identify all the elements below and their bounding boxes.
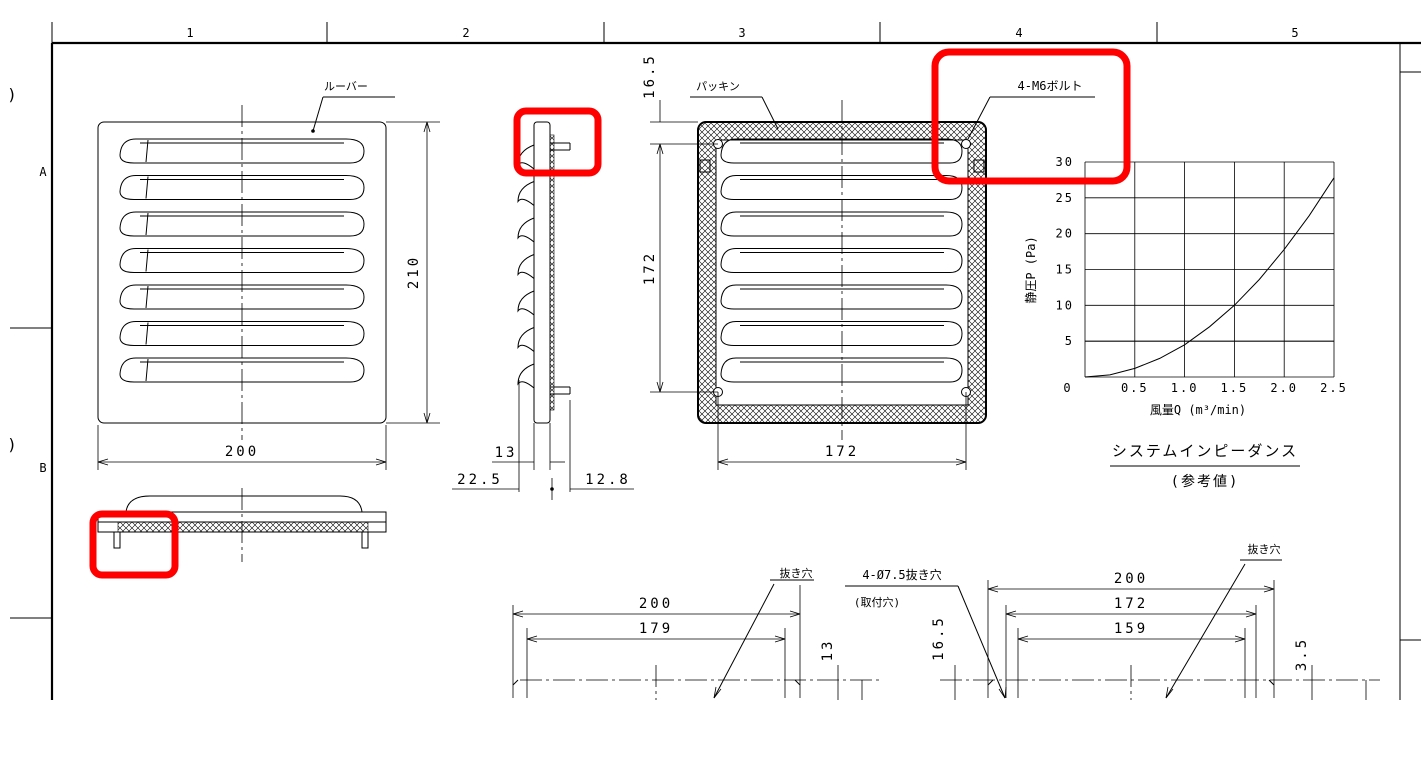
- drawing-frame: [10, 22, 1421, 700]
- chart-x-tick-label: 2.5: [1320, 381, 1348, 395]
- right-dim-172: 172: [1114, 596, 1148, 612]
- front-louver-blade: [119, 284, 365, 310]
- chart-y-tick-label: 15: [1056, 263, 1074, 277]
- side-louver-profile: [517, 181, 535, 206]
- plan-view: [97, 488, 387, 562]
- edge-mark-top: ): [7, 85, 17, 104]
- side-louver-profile: [517, 363, 535, 389]
- front-louver-edge: [145, 322, 149, 345]
- right-dim-159: 159: [1114, 621, 1148, 637]
- left-dim-13: 13: [820, 639, 836, 662]
- front-louver-blade: [119, 357, 365, 383]
- bolt-top-right: [961, 139, 971, 149]
- highlight-box-bolt-label: [931, 48, 1131, 185]
- column-label-5: 5: [1291, 26, 1298, 40]
- front-width-dim: 200: [225, 444, 259, 460]
- back-dim-172-vertical: 172: [642, 251, 658, 285]
- chart-subtitle: (参考値): [1171, 473, 1240, 490]
- front-louver-edge: [145, 139, 149, 163]
- back-louver-blade: [720, 248, 963, 273]
- front-louver-blade: [119, 321, 365, 346]
- front-louver-blade: [119, 175, 365, 200]
- mount-hole-sub: (取付穴): [854, 595, 900, 609]
- column-label-3: 3: [738, 26, 745, 40]
- back-louver-blade: [720, 357, 963, 383]
- right-dim-3-5: 3.5: [1294, 637, 1310, 671]
- back-dim-16-5: 16.5: [642, 53, 658, 99]
- front-louver-edge: [145, 285, 149, 309]
- impedance-chart: 0 0.5 1.0 1.5 2.0 2.5 5 10 15 20 25 30: [1056, 155, 1348, 395]
- row-label-b: B: [39, 461, 46, 475]
- front-height-dim: 210: [406, 255, 422, 289]
- front-louver-group: [119, 138, 365, 383]
- column-label-1: 1: [186, 26, 193, 40]
- side-dim-22-5: 22.5: [457, 472, 503, 488]
- front-louver-blade: [119, 211, 365, 237]
- front-louver-blade: [119, 138, 365, 164]
- chart-x-tick-label: 0: [1063, 381, 1072, 395]
- back-dim-172-horizontal: 172: [825, 444, 859, 460]
- front-louver-edge: [145, 358, 149, 382]
- highlight-annotations: [89, 48, 1131, 579]
- chart-y-tick-label: 10: [1056, 298, 1074, 312]
- chart-y-tick-label: 20: [1056, 227, 1074, 241]
- chart-x-tick-label: 0.5: [1121, 381, 1149, 395]
- edge-mark-bottom: ): [7, 435, 17, 454]
- front-louver-edge: [145, 249, 149, 272]
- chart-y-tick-label: 30: [1056, 155, 1074, 169]
- side-louver-profile: [517, 217, 535, 243]
- side-dim-13: 13: [495, 445, 518, 461]
- chart-xlabel: 風量Q (m³/min): [1150, 403, 1246, 417]
- chart-x-tick-label: 2.0: [1270, 381, 1298, 395]
- front-louver-blade: [119, 248, 365, 273]
- packing-label: パッキン: [696, 80, 740, 93]
- chart-title: システムインピーダンス: [1112, 442, 1298, 460]
- right-dim-200: 200: [1114, 571, 1148, 587]
- left-dim-179: 179: [639, 621, 673, 637]
- louver-label: ルーバー: [324, 80, 368, 93]
- impedance-curve: [1084, 177, 1335, 378]
- back-louver-blade: [720, 321, 963, 346]
- front-louver-edge: [145, 212, 149, 236]
- column-label-2: 2: [462, 26, 469, 40]
- chart-grid: [1084, 161, 1335, 378]
- back-louver-blade: [720, 138, 963, 164]
- chart-y-tick-label: 25: [1056, 191, 1074, 205]
- side-view: [452, 121, 634, 500]
- chart-x-tick-label: 1.0: [1171, 381, 1199, 395]
- chart-y-tick-label: 5: [1065, 334, 1074, 348]
- column-label-4: 4: [1015, 26, 1022, 40]
- side-louver-profile: [517, 254, 535, 279]
- highlight-box-plan-bolt: [89, 510, 179, 579]
- front-louver-edge: [145, 176, 149, 199]
- right-dim-16-5: 16.5: [931, 615, 947, 661]
- mount-hole-label: 4-Ø7.5抜き穴: [862, 567, 941, 582]
- side-louver-profile: [517, 290, 535, 316]
- front-view: [97, 96, 440, 470]
- highlight-box-side-bolt: [513, 107, 602, 177]
- left-hole-label: 抜き穴: [780, 566, 813, 580]
- chart-x-tick-label: 1.5: [1221, 381, 1249, 395]
- side-louver-group: [517, 144, 535, 389]
- bolt-label: 4-M6ボルト: [1018, 79, 1083, 93]
- back-view: [650, 96, 1095, 470]
- bottom-section-right: [845, 559, 1380, 700]
- back-louver-blade: [720, 284, 963, 310]
- right-hole-label: 抜き穴: [1248, 542, 1281, 556]
- side-louver-profile: [517, 327, 535, 352]
- left-dim-200: 200: [639, 596, 673, 612]
- chart-tick-labels: 0 0.5 1.0 1.5 2.0 2.5 5 10 15 20 25 30: [1056, 155, 1348, 395]
- back-louver-blade: [720, 211, 963, 237]
- bottom-section-left: [512, 579, 880, 700]
- chart-ylabel: 静圧P (Pa): [1024, 236, 1038, 303]
- row-label-a: A: [39, 165, 47, 179]
- side-dim-12-8: 12.8: [585, 472, 631, 488]
